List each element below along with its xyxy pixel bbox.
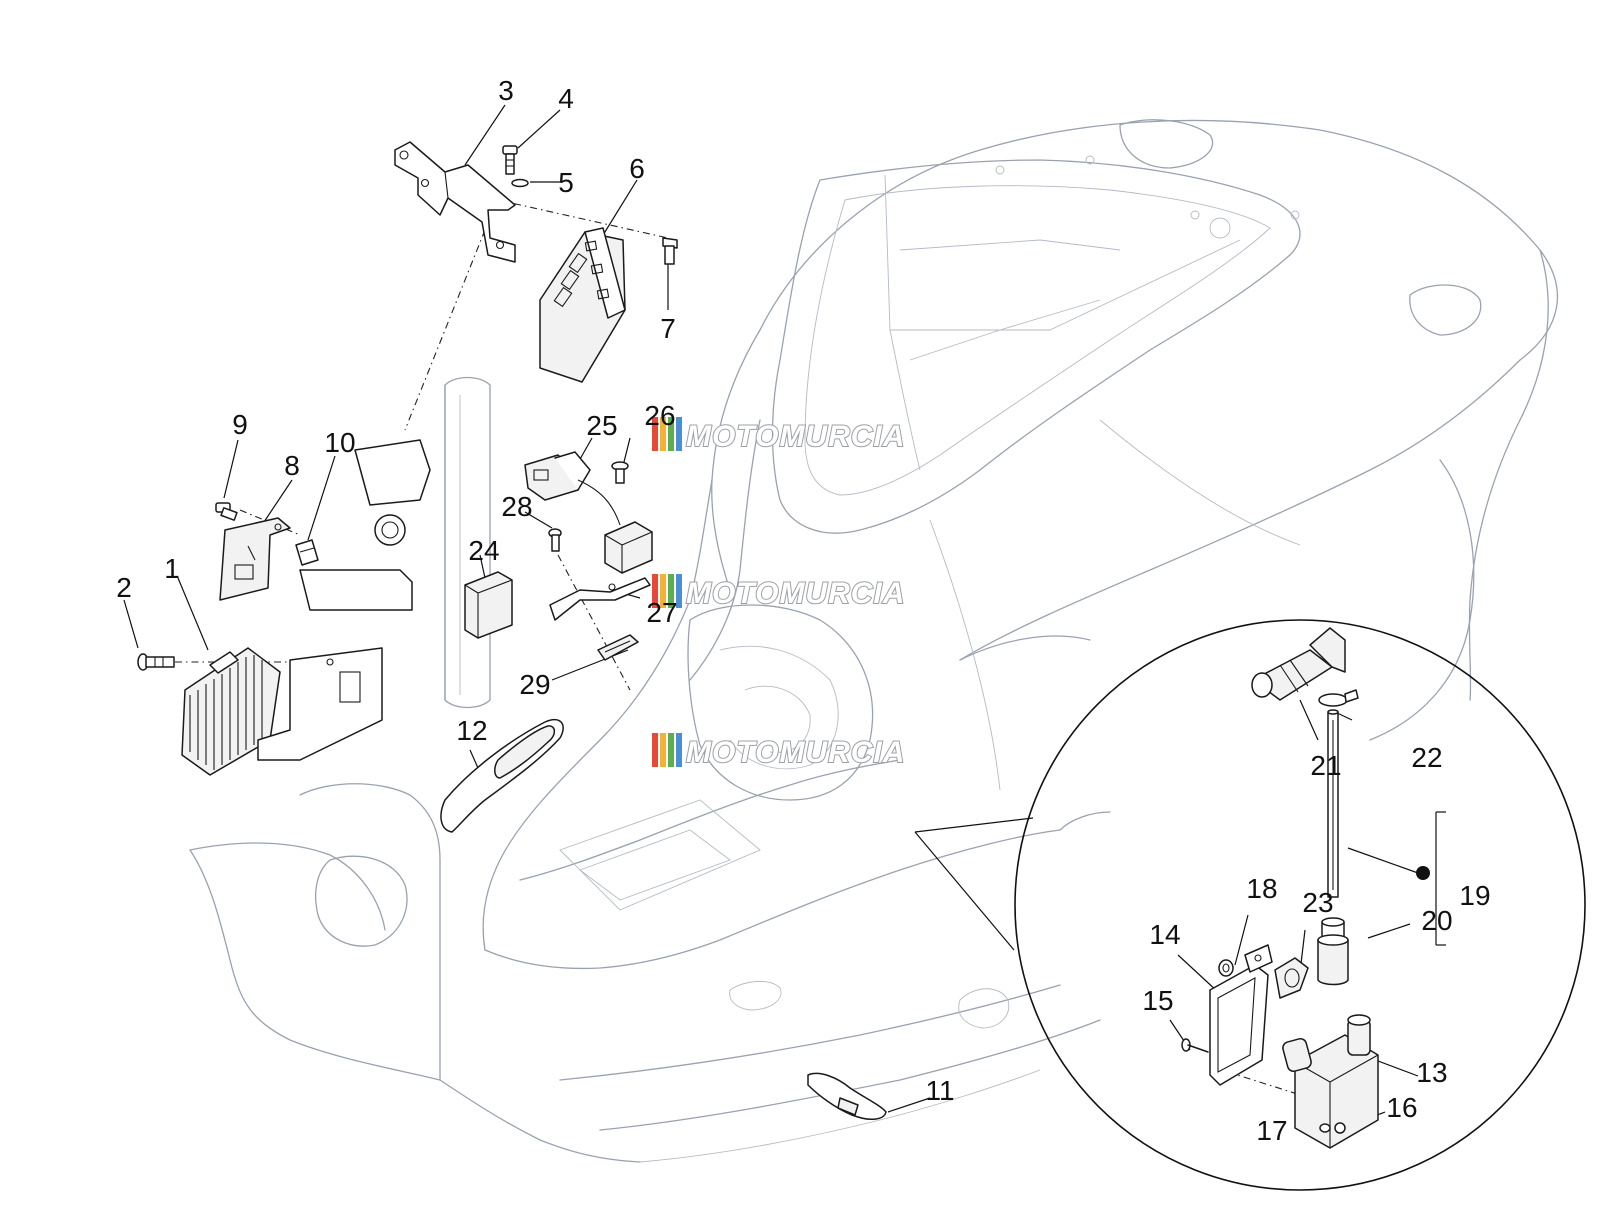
detail-magnifier — [914, 619, 1586, 1191]
callout-25: 25 — [586, 410, 617, 441]
callout-5: 5 — [558, 167, 574, 198]
part-4-screw — [502, 145, 518, 175]
callout-26: 26 — [644, 400, 675, 431]
callout-13: 13 — [1416, 1057, 1447, 1088]
part-29-clip — [597, 634, 639, 661]
part-13-ignition-coil — [1282, 1014, 1379, 1149]
part-6-control-unit — [539, 227, 626, 383]
part-8-plate — [219, 517, 291, 601]
watermark-text: MOTOMURCIA — [686, 736, 905, 769]
part-26-screw — [611, 461, 629, 484]
watermark-text: MOTOMURCIA — [686, 577, 905, 610]
callout-9: 9 — [232, 409, 248, 440]
watermark-stripe-green — [668, 417, 674, 451]
part-11-footplate — [807, 1072, 887, 1120]
callout-14: 14 — [1149, 919, 1180, 950]
part-17-washer — [1319, 1123, 1331, 1133]
callout-23: 23 — [1302, 887, 1333, 918]
part-21-spark-plug-cap — [1251, 627, 1346, 701]
callout-15: 15 — [1142, 985, 1173, 1016]
callout-27: 27 — [646, 597, 677, 628]
callout-10: 10 — [324, 427, 355, 458]
watermark-stripe-yellow — [660, 574, 666, 608]
callout-4: 4 — [558, 83, 574, 114]
watermark-stripe-yellow — [660, 733, 666, 767]
regulator-mount-bracket — [257, 439, 431, 761]
watermark-bottom: MOTOMURCIA — [652, 733, 905, 770]
part-23-clip — [1274, 957, 1309, 999]
part-20-boot — [1317, 917, 1349, 986]
scooter-frame-outline — [189, 119, 1559, 1163]
callout-6: 6 — [629, 153, 645, 184]
callout-labels: 1 2 3 4 5 6 7 8 9 10 11 12 13 14 15 16 1… — [116, 75, 1490, 1146]
callout-17: 17 — [1256, 1115, 1287, 1146]
part-5-washer — [511, 178, 529, 188]
part-18-nut — [1218, 959, 1234, 977]
callout-8: 8 — [284, 450, 300, 481]
callout-16: 16 — [1386, 1092, 1417, 1123]
part-22-clamp — [1318, 689, 1359, 707]
part-25-connector — [524, 451, 621, 526]
part-2-bolt — [137, 653, 175, 671]
bullet-marker — [1416, 866, 1430, 880]
callout-29: 29 — [519, 669, 550, 700]
callout-19: 19 — [1459, 880, 1490, 911]
watermark-top: MOTOMURCIA — [652, 417, 905, 454]
part-15-screw — [1181, 1038, 1209, 1053]
callout-24: 24 — [468, 535, 499, 566]
watermark-middle: MOTOMURCIA — [652, 574, 905, 611]
watermark-text: MOTOMURCIA — [686, 420, 905, 453]
callout-12: 12 — [456, 715, 487, 746]
watermark-stripe-red — [652, 574, 658, 608]
callout-18: 18 — [1246, 873, 1277, 904]
watermark-stripe-blue — [676, 733, 682, 767]
part-7-screw — [662, 237, 678, 265]
callout-20: 20 — [1421, 905, 1452, 936]
watermark-stripe-red — [652, 733, 658, 767]
part-3-bracket — [394, 141, 516, 263]
callout-1: 1 — [164, 553, 180, 584]
watermark-stripe-blue — [676, 574, 682, 608]
part-10-clip — [295, 539, 319, 566]
callout-3: 3 — [498, 75, 514, 106]
part-16-nut — [1334, 1122, 1346, 1134]
callout-28: 28 — [501, 491, 532, 522]
watermark-stripe-yellow — [660, 417, 666, 451]
callout-7: 7 — [660, 313, 676, 344]
watermark-stripe-green — [668, 574, 674, 608]
callout-22: 22 — [1411, 742, 1442, 773]
callout-11: 11 — [925, 1075, 954, 1106]
part-9-screw — [215, 502, 238, 521]
part-24-relay — [464, 571, 513, 639]
part-27-sensor — [549, 521, 653, 621]
callout-2: 2 — [116, 572, 132, 603]
part-19-ht-cable — [1327, 709, 1339, 898]
callout-21: 21 — [1310, 750, 1341, 781]
part-28-screw — [548, 528, 562, 552]
watermark-stripe-blue — [676, 417, 682, 451]
part-14-coil-bracket — [1209, 944, 1273, 1086]
part-12-cover — [440, 718, 564, 833]
watermark-stripe-red — [652, 417, 658, 451]
watermark-stripe-green — [668, 733, 674, 767]
